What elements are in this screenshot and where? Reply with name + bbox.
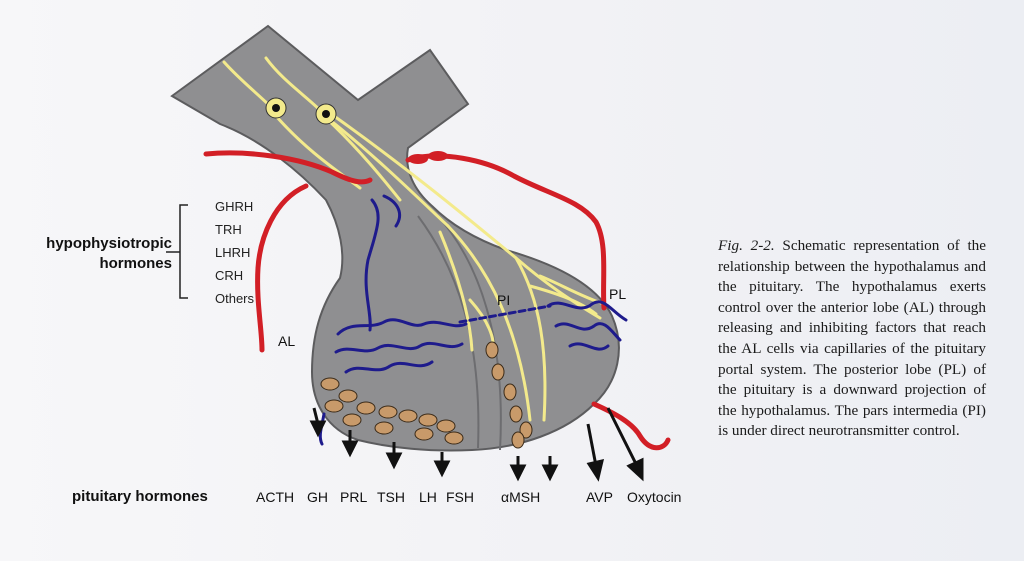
label-posterior-lobe: PL [609, 286, 627, 302]
label-pars-intermedia: PI [497, 292, 511, 308]
pituitary-hormones-title: pituitary hormones [72, 488, 208, 505]
neurosecretory-fibers [222, 56, 606, 422]
hormone-bracket [166, 204, 188, 299]
hormone-crh: CRH [215, 268, 244, 283]
figure-caption: Fig. 2-2. Schematic representation of th… [718, 236, 986, 442]
lobe-divider-right [435, 213, 502, 451]
hormone-arrows [309, 407, 644, 482]
hypophysiotropic-title-line1: hypophysiotropic [46, 235, 172, 252]
hormone-ghrh: GHRH [215, 199, 254, 214]
portal-capillaries [318, 194, 628, 446]
hormone-oxytocin: Oxytocin [627, 489, 682, 505]
hormone-gh: GH [307, 489, 328, 505]
hormone-acth: ACTH [256, 489, 295, 505]
neuron-bodies [265, 97, 337, 125]
lobe-divider-left [417, 215, 480, 449]
hormone-prl: PRL [340, 489, 368, 505]
hypophysiotropic-title-line2: hormones [99, 255, 172, 272]
artery-segments [408, 151, 448, 164]
hormone-lh: LH [419, 489, 437, 505]
hormone-avp: AVP [586, 489, 613, 505]
hormone-lhrh: LHRH [215, 245, 251, 260]
artery-vessels [203, 150, 671, 451]
label-anterior-lobe: AL [278, 333, 296, 349]
hormone-tsh: TSH [377, 489, 405, 505]
hormone-amsh: αMSH [501, 489, 541, 505]
intermediate-lobe-cells [485, 341, 533, 449]
anterior-lobe-cells [320, 377, 464, 445]
hormone-others: Others [215, 291, 255, 306]
hypophysiotropic-hormones-title: hypophysiotropic hormones [22, 234, 172, 274]
hormone-trh: TRH [215, 222, 242, 237]
hormone-fsh: FSH [446, 489, 474, 505]
gland-tissue [170, 24, 620, 452]
figure-caption-text: Schematic representation of the relation… [718, 237, 986, 440]
figure-number: Fig. 2-2. [718, 237, 775, 254]
hypophysiotropic-hormone-list: GHRH TRH LHRH CRH Others [215, 195, 254, 310]
